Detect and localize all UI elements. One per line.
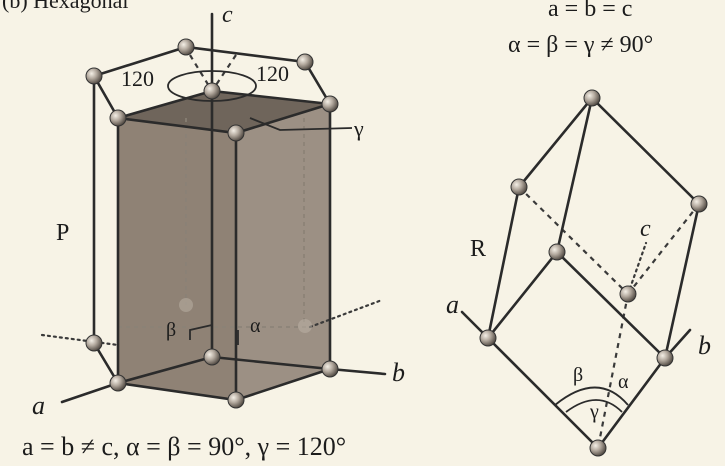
atom [656, 349, 674, 367]
a-axis-line [60, 381, 120, 404]
edge [486, 336, 600, 450]
atom [321, 360, 339, 378]
lattice-letter-r: R [470, 236, 486, 262]
beta-angle-mark [189, 324, 213, 340]
angle-arc-inner [565, 399, 623, 413]
atom [548, 243, 566, 261]
hidden-edge [189, 54, 213, 92]
c-axis-label: c [640, 216, 651, 242]
prism-top-face [118, 91, 330, 133]
b-axis-label: b [698, 331, 711, 360]
hexagonal-heading: (b) Hexagonal [2, 0, 128, 13]
hexagonal-atoms [85, 38, 339, 409]
hidden-edge [211, 54, 237, 92]
edge [486, 250, 559, 340]
gamma-pointer [249, 117, 353, 131]
angle-arc-outer [554, 386, 629, 406]
c-axis-pointer [626, 241, 648, 296]
atom [321, 95, 339, 113]
bottom-edge [92, 341, 332, 402]
atom [619, 285, 637, 303]
beta-label: β [573, 364, 583, 386]
extension-line [40, 333, 120, 347]
b-axis-line [210, 355, 332, 371]
atom [227, 124, 245, 142]
atom [583, 89, 601, 107]
alpha-label: α [618, 371, 629, 393]
edge [517, 96, 594, 189]
rhombohedral-atoms [479, 89, 708, 457]
rhombohedral-formula-line1: a = b = c [548, 0, 632, 22]
angle-label-right: 120 [256, 61, 289, 86]
prism-side-face [236, 104, 330, 400]
c-axis-label: c [222, 2, 233, 28]
atom [296, 53, 314, 71]
atom [690, 195, 708, 213]
atom [479, 329, 497, 347]
edge [486, 185, 521, 340]
alpha-label: α [250, 315, 261, 337]
b-axis-label: b [392, 358, 405, 387]
atom [510, 178, 528, 196]
atom [203, 348, 221, 366]
atom [109, 109, 127, 127]
atom [177, 38, 195, 56]
extension-line [308, 298, 384, 329]
atom [109, 374, 127, 392]
top-edge [210, 89, 332, 106]
a-axis-label: a [32, 391, 45, 420]
top-edge [116, 89, 214, 120]
a-axis-line [116, 355, 214, 385]
gamma-label: γ [353, 116, 364, 141]
gamma-label: γ [589, 401, 599, 423]
atom [227, 391, 245, 409]
hidden-atom [179, 298, 193, 312]
edge [555, 250, 667, 360]
edge [590, 96, 701, 206]
beta-label: β [166, 319, 176, 341]
hidden-atom [298, 319, 312, 333]
rhombohedral-lattice: a = b = c α = β = γ ≠ 90° R c a b β α γ [446, 0, 711, 457]
hexagonal-formula: a = b ≠ c, α = β = 90°, γ = 120° [22, 432, 346, 461]
atom [203, 82, 221, 100]
atom [85, 67, 103, 85]
atom [589, 439, 607, 457]
lattice-letter-p: P [56, 220, 69, 246]
gamma-angle-ellipse [167, 70, 257, 102]
edge [596, 356, 667, 450]
atom [85, 334, 103, 352]
prism-front-face [118, 118, 236, 400]
angle-label-left: 120 [121, 66, 154, 91]
b-axis-line [328, 367, 387, 376]
rhombohedral-formula-line2: α = β = γ ≠ 90° [508, 32, 653, 58]
a-axis-label: a [446, 290, 459, 319]
edge [663, 202, 701, 360]
hexagonal-lattice: (b) Hexagonal c 120 120 γ P β α a b a = … [2, 0, 405, 461]
hidden-edge [596, 293, 630, 449]
edge [555, 96, 594, 254]
